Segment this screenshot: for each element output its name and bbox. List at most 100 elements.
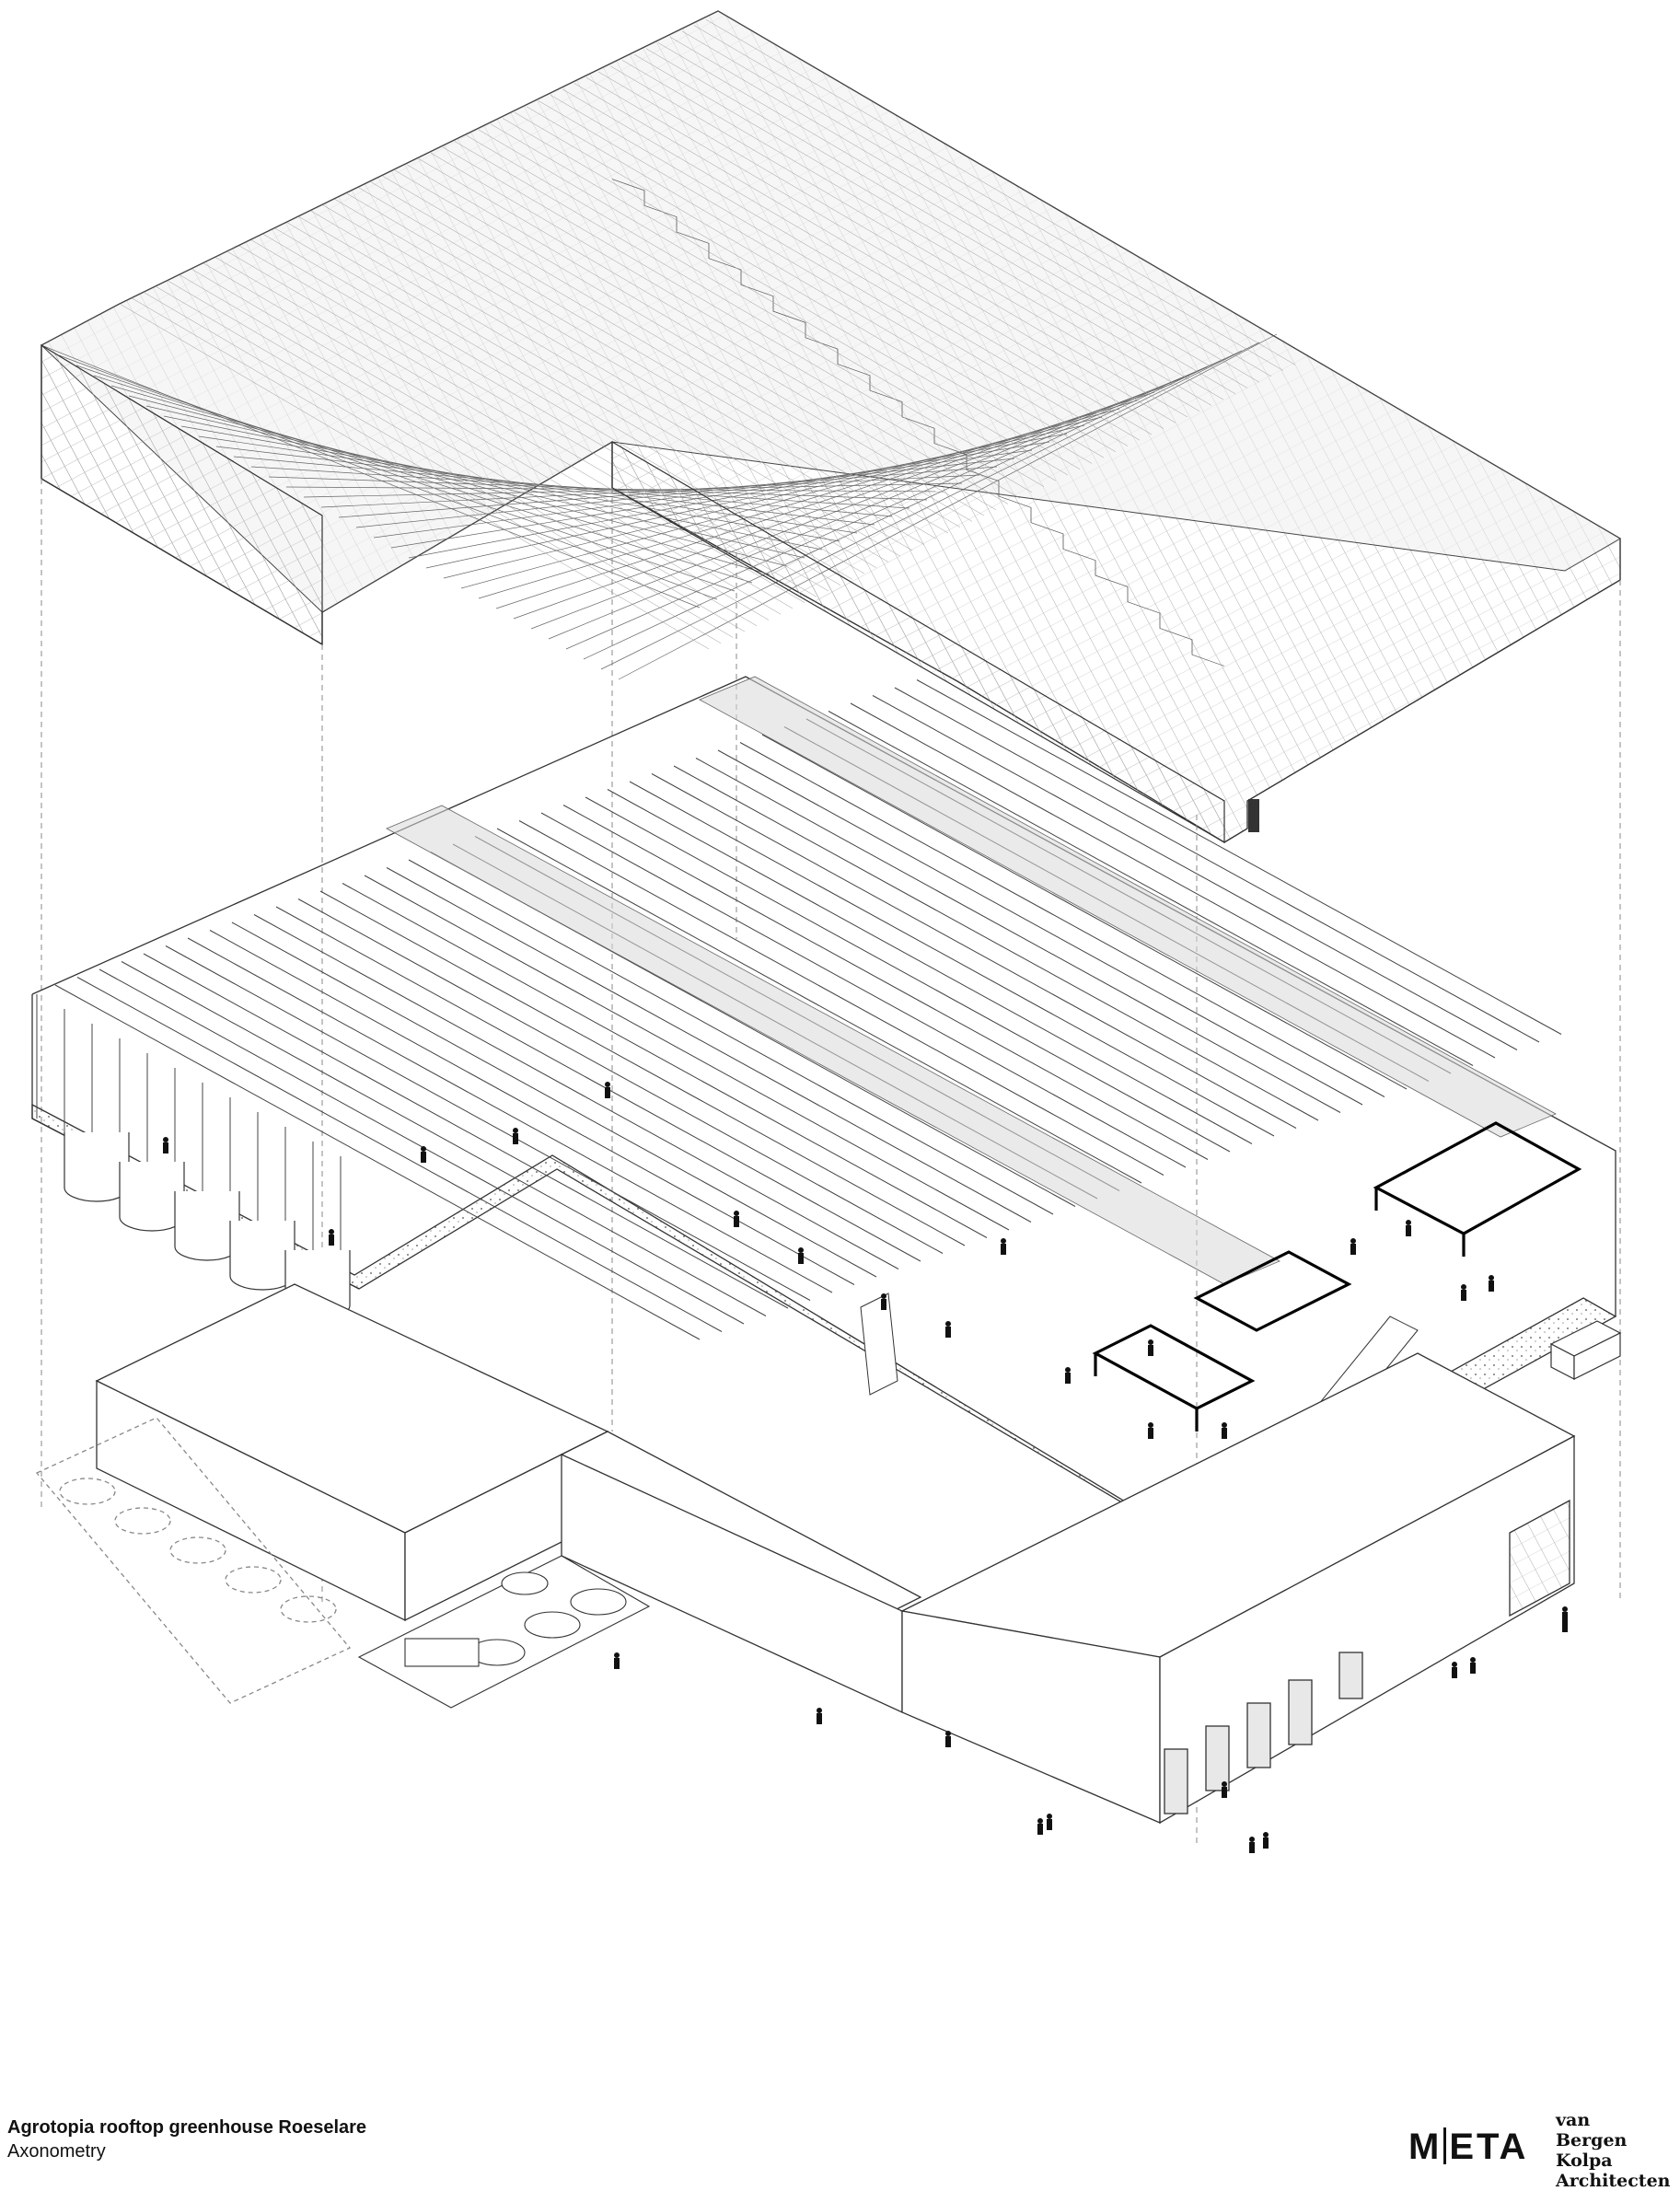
truss (585, 796, 1231, 1153)
person-figure (1452, 1662, 1457, 1678)
truss (209, 930, 855, 1285)
truss (231, 922, 877, 1278)
greenhouse-level-layer (31, 676, 1622, 1548)
roof-grid-line (214, 257, 805, 603)
roof-ridge (583, 350, 1243, 660)
dock-doors (1164, 1499, 1570, 1814)
roof-grid-line (262, 234, 853, 580)
person-figure (734, 1211, 739, 1227)
roof-grid-line (705, 19, 1296, 365)
firm-line-3: Architecten (1556, 2171, 1671, 2191)
truss (872, 695, 1518, 1050)
roof-ridge (41, 344, 701, 609)
truss (187, 937, 833, 1293)
truss (253, 914, 899, 1269)
roof-ridge (93, 375, 753, 584)
person-figure (1350, 1238, 1356, 1255)
roof-ridge (128, 395, 788, 567)
roof-grid-line (418, 158, 1009, 504)
truss (916, 679, 1562, 1035)
person-figure (1037, 1818, 1043, 1835)
truss (717, 749, 1363, 1106)
firm-line-1: van (1556, 2110, 1591, 2130)
roof-grid-line (406, 164, 997, 511)
base-building-layer (35, 1283, 1576, 1825)
roof-grid-line (274, 227, 865, 574)
roof-ridge (215, 446, 875, 526)
roof-grid-line (179, 274, 770, 620)
roof-ridge (58, 354, 718, 600)
person-figure (1489, 1275, 1494, 1292)
roof-grid-line (621, 60, 1212, 406)
person-figure (1562, 1616, 1568, 1632)
person-figure (605, 1082, 610, 1098)
silos (64, 1132, 351, 1320)
roof-grid-line (310, 210, 901, 557)
person-figure (1263, 1832, 1269, 1849)
greenhouse-frame-outline (31, 676, 1616, 1316)
truss (828, 711, 1474, 1066)
truss (143, 953, 789, 1309)
roof-grid-line (526, 106, 1117, 453)
person-figure (1406, 1220, 1411, 1236)
truss (673, 765, 1319, 1121)
office-volume-3 (1373, 1121, 1582, 1235)
roof-grid-line (693, 25, 1284, 371)
truss (408, 859, 1054, 1215)
roof-ridge (495, 391, 1155, 609)
roof-ridge (75, 365, 736, 592)
roof-grid-line (633, 53, 1224, 400)
person-figure (798, 1247, 804, 1264)
roof-grid-line (657, 42, 1248, 388)
roof-grid-line (394, 169, 985, 516)
logo-left: M (1408, 2127, 1442, 2167)
drawing-title: Agrotopia rooftop greenhouse Roeselare (7, 2117, 367, 2138)
roof-grid-line (334, 199, 925, 545)
truss (629, 781, 1275, 1137)
firm-line-2: Bergen Kolpa (1556, 2130, 1628, 2171)
person-figure (1148, 1422, 1153, 1439)
greenhouse-roof-layer (41, 10, 1621, 844)
person-figure (1148, 1339, 1153, 1356)
person-figure (421, 1146, 426, 1163)
truss (607, 789, 1253, 1144)
roof-grid-line (286, 222, 877, 569)
truss (850, 702, 1496, 1059)
truss (364, 875, 1010, 1231)
roof-sawtooth-edge (611, 179, 1225, 667)
truss (496, 828, 1142, 1184)
roof-grid-line (597, 71, 1188, 418)
roof-grid-line (585, 77, 1176, 423)
truss (275, 906, 921, 1262)
truss (342, 883, 988, 1238)
person-figure (817, 1708, 822, 1724)
axonometric-drawing (31, 10, 1622, 1853)
truss (695, 758, 1341, 1113)
roof-inner-wall (611, 440, 1225, 844)
roof-grid-line (358, 187, 949, 534)
roof-grid-line (609, 65, 1200, 412)
roof-grid-line (167, 280, 758, 627)
roof-grid-line (191, 268, 782, 615)
truss (98, 968, 745, 1325)
truss (739, 742, 1385, 1097)
truss (297, 898, 944, 1254)
person-figure (513, 1128, 518, 1144)
roof-grid-line (550, 94, 1141, 441)
roof-ridge (600, 342, 1260, 670)
truss (562, 805, 1209, 1160)
roof-grid-line (681, 30, 1272, 377)
truss (540, 812, 1187, 1168)
person-figure (1470, 1657, 1476, 1674)
caption: Agrotopia rooftop greenhouse Roeselare A… (7, 2116, 366, 2163)
truss (165, 945, 811, 1301)
firm-name: van Bergen Kolpa Architecten (1556, 2110, 1680, 2191)
roof-grid-line (645, 48, 1236, 395)
roof-grid-line (131, 297, 722, 643)
person-figure (1222, 1781, 1227, 1798)
person-figure (1001, 1238, 1006, 1255)
roof-grid-line (669, 36, 1260, 383)
roof-grid-line (478, 129, 1069, 476)
truss (651, 773, 1297, 1129)
